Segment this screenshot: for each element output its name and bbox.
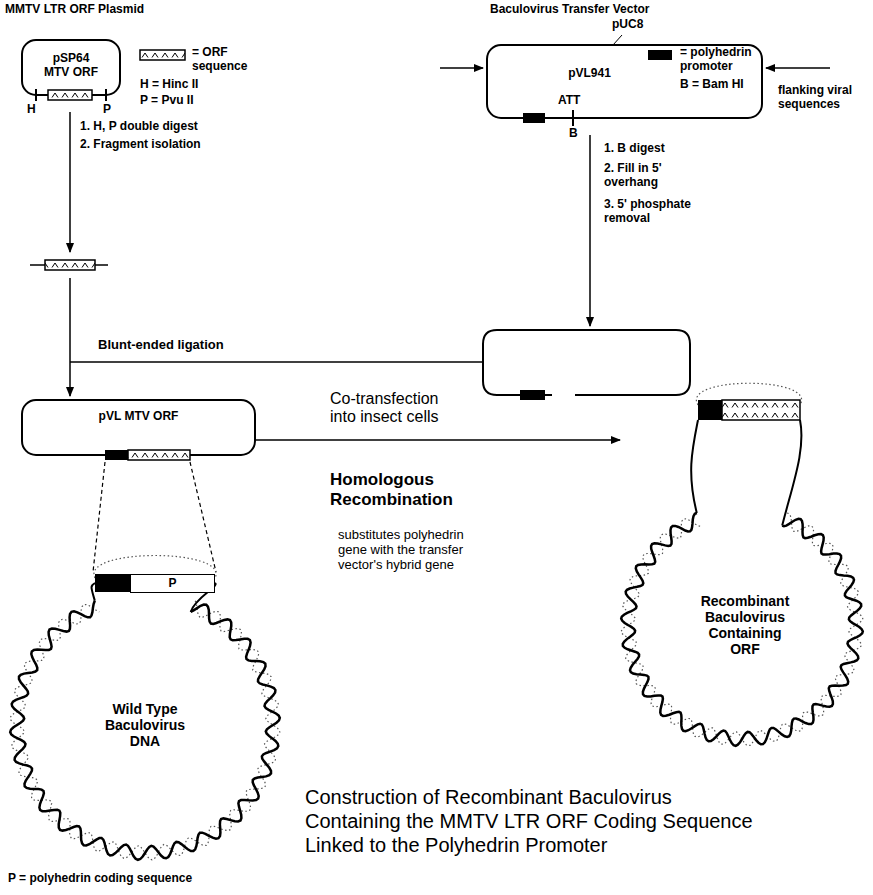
part-label: pUC8 [612,18,643,32]
process-heading: Homologous Recombination [330,470,465,509]
orf-fragment [45,260,95,270]
node-label: pVL941 [568,67,611,81]
step-text: 2. Fill in 5' overhang [604,162,699,190]
crossover-line [190,462,216,572]
promoter-box [105,450,128,460]
plasmid-outline [22,400,255,455]
node-label: P [168,577,176,591]
site-label: H [27,103,36,117]
plasmid-box: pVL MTV ORF [22,400,255,455]
node-label: pSP64 MTV ORF [42,52,100,80]
site-label: P [103,103,111,117]
legend-sample [140,50,185,60]
node-label: pVL MTV ORF [99,410,179,424]
dna-strand [10,601,280,860]
dna-strand [92,583,95,601]
dna-strand [621,513,863,746]
hinc-site-tick [35,89,37,101]
section-heading: MMTV LTR ORF Plasmid [5,3,144,17]
linearized-vector [483,330,690,395]
process-arrow [69,112,71,252]
orf-box [48,90,92,100]
dna-circle: Wild Type Baculovirus DNA [15,595,275,855]
dna-strand [782,420,801,526]
dna-strand [691,420,698,513]
node-label: Wild Type Baculovirus DNA [95,701,195,749]
dna-strand [10,601,280,860]
flank-arrow [440,67,483,69]
legend-note: P = Pvu II [140,94,193,108]
promoter-box [698,400,722,420]
orf-box [722,400,800,420]
promoter-box [520,390,545,400]
bam-site-tick [572,110,574,126]
pvu-site-tick [105,89,107,101]
step-text: 1. B digest [604,142,665,156]
step-text: 3. 5' phosphate removal [604,198,709,226]
process-arrow [589,135,591,326]
leader-line [613,35,622,45]
plasmid-outline [22,40,120,95]
promoter-box [523,113,545,123]
section-heading: Baculovirus Transfer Vector [490,3,649,17]
legend-text: = polyhedrin promoter [680,46,772,74]
legend-text: = ORF sequence [192,46,252,74]
site-label: B [569,127,578,141]
legend-note: B = Bam HI [680,78,744,92]
crossover-line [93,462,105,572]
dna-strand [621,513,863,746]
orf-box [128,450,190,460]
legend-note: H = Hinc II [140,78,198,92]
legend-note: P = polyhedrin coding sequence [8,872,192,886]
step-text: 1. H, P double digest [80,120,198,134]
process-arrow [255,439,620,441]
site-label: ATT [558,94,580,108]
annotation: flanking viral sequences [778,84,866,112]
plasmid-box: pSP64 MTV ORF [22,40,120,95]
edge-label: Co-transfection into insect cells [330,390,460,427]
dna-circle: Recombinant Baculovirus Containing ORF [620,380,870,760]
flank-arrow [766,67,830,69]
step-text: Blunt-ended ligation [98,338,224,353]
ligation-arrow [69,278,71,396]
promoter-box [95,574,130,592]
legend-swatch [648,50,672,60]
node-label: Recombinant Baculovirus Containing ORF [695,593,795,657]
step-text: 2. Fragment isolation [80,138,201,152]
node-outlines [22,40,762,455]
ligation-line [70,361,483,363]
gene-box: P [130,574,215,593]
annotation: substitutes polyhedrin gene with the tra… [338,528,488,573]
figure-caption: Construction of Recombinant Baculovirus … [305,785,763,857]
